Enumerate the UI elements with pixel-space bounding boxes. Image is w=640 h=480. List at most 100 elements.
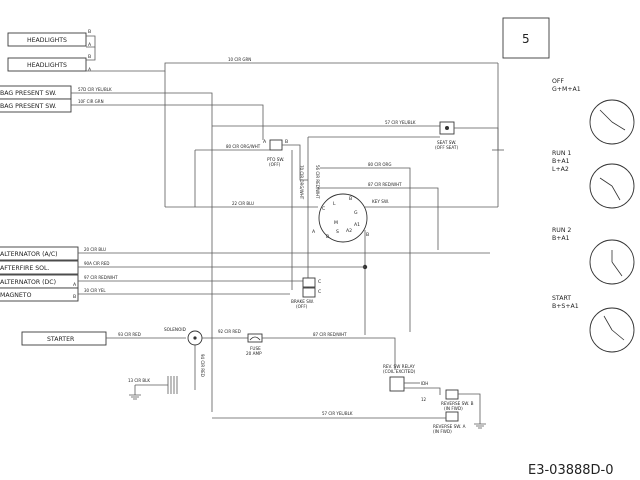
key-pin-a2: A2 [346,228,352,234]
wire-label-87: 87 CIR RED/WHT [368,182,402,187]
pto-sw-state: (OFF) [269,162,281,167]
magneto: MAGNETO [0,287,79,302]
key-pin-a1: A1 [354,222,360,228]
alternator-dc: ALTERNATOR (DC) [0,274,79,289]
alt-dc-label: ALTERNATOR (DC) [0,279,56,286]
wire-57d [71,92,213,412]
key-pin-s: S [336,229,339,235]
headlights-1-label: HEADLIGHTS [27,37,67,44]
rev-a-label: REVERSE SW. A [433,424,466,429]
wire-label-57d: 57D CIR YEL/BLK [78,87,112,92]
alternator-ac: ALTERNATOR (A/C) [0,246,79,261]
rev-relay-label: REV. SW RELAY [383,364,415,369]
ground-starter [129,394,141,400]
key-pin-b: B [349,196,352,202]
wire-label-94: 94 CIR RED [200,354,205,377]
wire-rev-gnd [458,393,481,424]
key-start-combo: B+S+A1 [552,303,579,310]
key-run2-combo: B+A1 [552,235,570,242]
key-b2: B [366,232,369,238]
key-a: A [312,229,316,235]
pto-pin-b: B [285,139,288,145]
wire-label-13: 13 CIR BLK [128,378,150,383]
pto-sw-label: PTO SW. [267,157,284,162]
wire-label-80a: 80 CIR ORG/WHT [226,144,261,149]
magneto-label: MAGNETO [0,292,32,299]
wire-label-97: 97 CIR RED/WHT [84,275,118,280]
solenoid: SOLENOID [164,327,203,346]
key-run1-combo2: L+A2 [552,166,569,173]
wire-label-92: 92 CIR RED [218,329,241,334]
wire-label-12: 12 [421,397,427,402]
afterfire-label: AFTERFIRE SOL. [0,265,49,272]
bag-sw-1-label: BAG PRESENT SW. [0,90,57,97]
altdc-pin-a: A [73,282,77,288]
solenoid-label: SOLENOID [164,327,186,332]
wire-pto-b [282,144,308,181]
wire-seat-gnd [454,127,499,150]
reverse-relay: REV. SW RELAY (COIL EXCITED) [383,364,416,392]
pto-switch: A B PTO SW. (OFF) [263,139,288,167]
bag-sw-2-label: BAG PRESENT SW. [0,103,57,110]
brake-pin-c: C [318,279,321,285]
wire-label-80: 80 CIR ORG [368,162,391,167]
key-run1-combo: B+A1 [552,158,570,165]
rev-a-state: (IN FWD) [433,429,452,434]
wire-headlight-link [86,47,96,61]
wire-relay-rev [404,387,441,395]
key-sw-label: KEY SW. [372,199,389,204]
ground-rev [474,423,486,429]
key-run1-name: RUN 1 [552,150,571,157]
key-start-name: START [552,295,571,302]
key-pin-l: L [333,201,336,207]
pto-pin-a: A [263,139,267,145]
key-position-off: OFF G+M+A1 [552,78,635,145]
hl2-pin-a: A [88,67,92,73]
wire-label-56: 56 CIR RED/WHT [315,165,320,199]
page-number: 5 [522,32,530,46]
rev-b-state: (IN FWD) [444,406,463,411]
afterfire-solenoid: AFTERFIRE SOL. [0,260,79,275]
headlights-1: HEADLIGHTS [7,32,87,47]
brake-sw-state: (OFF) [296,304,308,309]
headlights-2-label: HEADLIGHTS [27,62,67,69]
wire-label-idh: IDH [421,381,428,386]
key-position-start: START B+S+A1 [552,295,635,353]
fuse-label: FUSE [250,346,261,351]
wire-87-bottom [262,337,396,370]
wire-87-top [318,187,439,250]
page-number-box [502,17,550,59]
brake-switch: C C BRAKE SW. (OFF) [291,277,321,309]
seat-sw-state: (OFF SEAT) [435,145,458,150]
brake-pin-c2: C [318,289,321,295]
fuse: FUSE 20 AMP [246,333,263,356]
reverse-switch-a: REVERSE SW. A (IN FWD) [433,411,466,434]
rev-b-label: REVERSE SW. B [441,401,474,406]
bag-present-switch-1: BAG PRESENT SW. [0,85,72,100]
key-off-name: OFF [552,78,564,85]
starter: STARTER [21,331,107,346]
wire-label-10: 10 CIR GRN [228,57,251,62]
key-c1: C [322,206,325,212]
hl1-pin-a: A [88,42,92,48]
wire-label-20: 20 CIR BLU [84,247,106,252]
bag-present-switch-2: BAG PRESENT SW. [0,98,72,113]
wire-label-30: 30 CIR YEL [84,288,106,293]
seat-sw-label: SEAT SW. [437,140,456,145]
wire-label-10f: 10F CIR GRN [78,99,104,104]
wire-label-90a: 90A CIR RED [84,261,110,266]
key-switch: L B G A1 A2 M S KEY SW. [318,193,389,243]
drawing-number: E3-03888D-0 [528,463,614,478]
rev-relay-state: (COIL EXCITED) [383,369,416,374]
brake-sw-label: BRAKE SW. [291,299,314,304]
key-pin-g: G [354,210,358,216]
wire-label-93: 93 CIR RED [118,332,141,337]
ground-coil [167,376,178,394]
mag-pin-b: B [73,294,76,300]
key-run2-name: RUN 2 [552,227,571,234]
wire-label-70: 70 CIR ORG/WHT [299,165,304,200]
fuse-rating: 20 AMP [246,351,262,356]
headlights-2: HEADLIGHTS [7,57,87,72]
wire-label-22: 22 CIR BLU [232,201,254,206]
key-position-run1: RUN 1 B+A1 L+A2 [552,150,635,209]
